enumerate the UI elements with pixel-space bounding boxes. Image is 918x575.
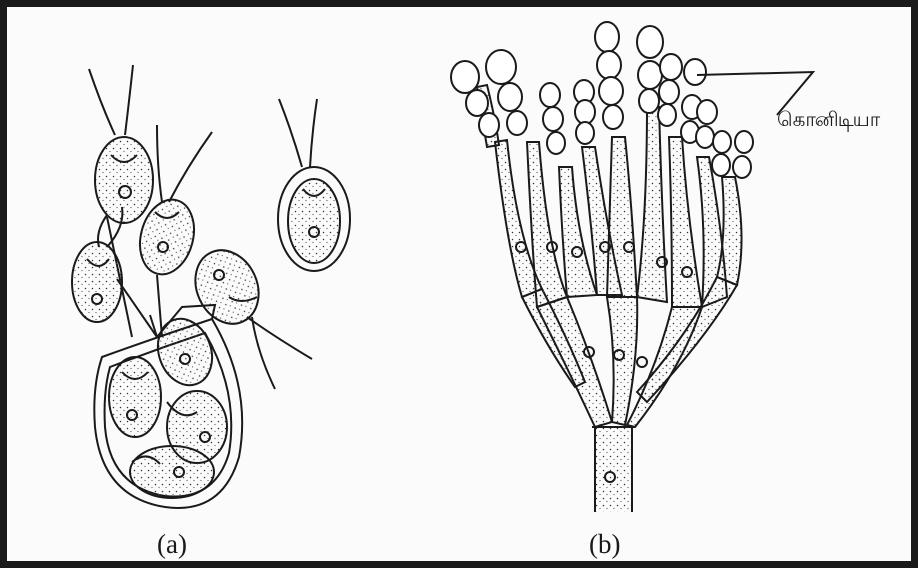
- panel-a-caption: (a): [157, 529, 187, 560]
- panel-a-drawing: [72, 65, 350, 508]
- panel-b-caption: (b): [589, 529, 620, 560]
- figure-illustration: [7, 7, 918, 575]
- conidia-label: கொனிடியா: [777, 107, 879, 134]
- panel-b-drawing: [451, 22, 813, 512]
- zoospore-1: [95, 137, 153, 223]
